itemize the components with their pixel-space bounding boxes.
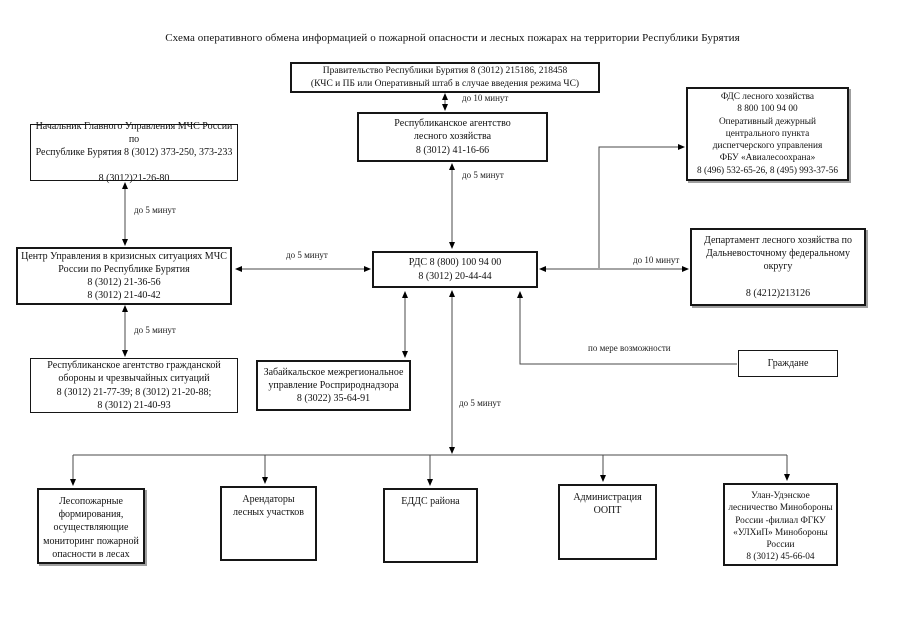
edge-label-crisis-rds: до 5 минут: [286, 250, 328, 260]
node-far-east-dept: Департамент лесного хозяйства по Дальнев…: [690, 228, 866, 306]
node-civil-defense: Республиканское агентство гражданской об…: [30, 358, 238, 413]
edge-label-rds-dept: до 10 минут: [633, 255, 680, 265]
edge-label-gov-agency: до 10 минут: [462, 93, 509, 103]
edge-label-crisis-civil: до 5 минут: [134, 325, 176, 335]
node-ulan-ude-forestry: Улан-Удэнское лесничество Минобороны Рос…: [723, 483, 838, 566]
node-government: Правительство Республики Бурятия 8 (3012…: [290, 62, 600, 93]
node-citizens: Граждане: [738, 350, 838, 377]
edge-label-agency-rds: до 5 минут: [462, 170, 504, 180]
node-fire-units: Лесопожарные формирования, осуществляющи…: [37, 488, 145, 564]
node-fds-aviaforest: ФДС лесного хозяйства 8 800 100 94 00 Оп…: [686, 87, 849, 181]
node-oopt-admin: Администрация ООПТ: [558, 484, 657, 560]
edge-label-citizens-rds: по мере возможности: [588, 343, 671, 353]
node-forest-agency: Республиканское агентство лесного хозяйс…: [357, 112, 548, 162]
node-mchs-chief: Начальник Главного Управления МЧС России…: [30, 121, 238, 184]
diagram-title: Схема оперативного обмена информацией о …: [165, 32, 740, 44]
edge-label-chief-crisis: до 5 минут: [134, 205, 176, 215]
node-rds: РДС 8 (800) 100 94 00 8 (3012) 20-44-44: [372, 251, 538, 288]
node-crisis-center: Центр Управления в кризисных ситуациях М…: [16, 247, 232, 305]
node-renters: Арендаторы лесных участков: [220, 486, 317, 561]
node-edds: ЕДДС района: [383, 488, 478, 563]
node-rosprirodnadzor: Забайкальское межрегиональное управление…: [256, 360, 411, 411]
edge-label-rds-bottom: до 5 минут: [459, 398, 501, 408]
